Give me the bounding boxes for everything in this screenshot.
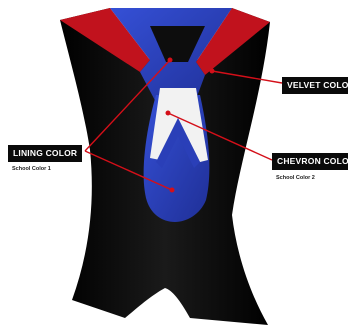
chevron-color-sub: School Color 2 [276, 175, 315, 181]
chevron-color-label: CHEVRON COLOR [272, 153, 348, 170]
leader-dot [210, 69, 215, 74]
lining-color-sub: School Color 1 [12, 166, 51, 172]
velvet-color-label: VELVET COLOR [282, 77, 348, 94]
leader-dot [168, 58, 173, 63]
leader-dot [166, 111, 171, 116]
leader-dot [170, 188, 175, 193]
lining-color-label: LINING COLOR [8, 145, 82, 162]
